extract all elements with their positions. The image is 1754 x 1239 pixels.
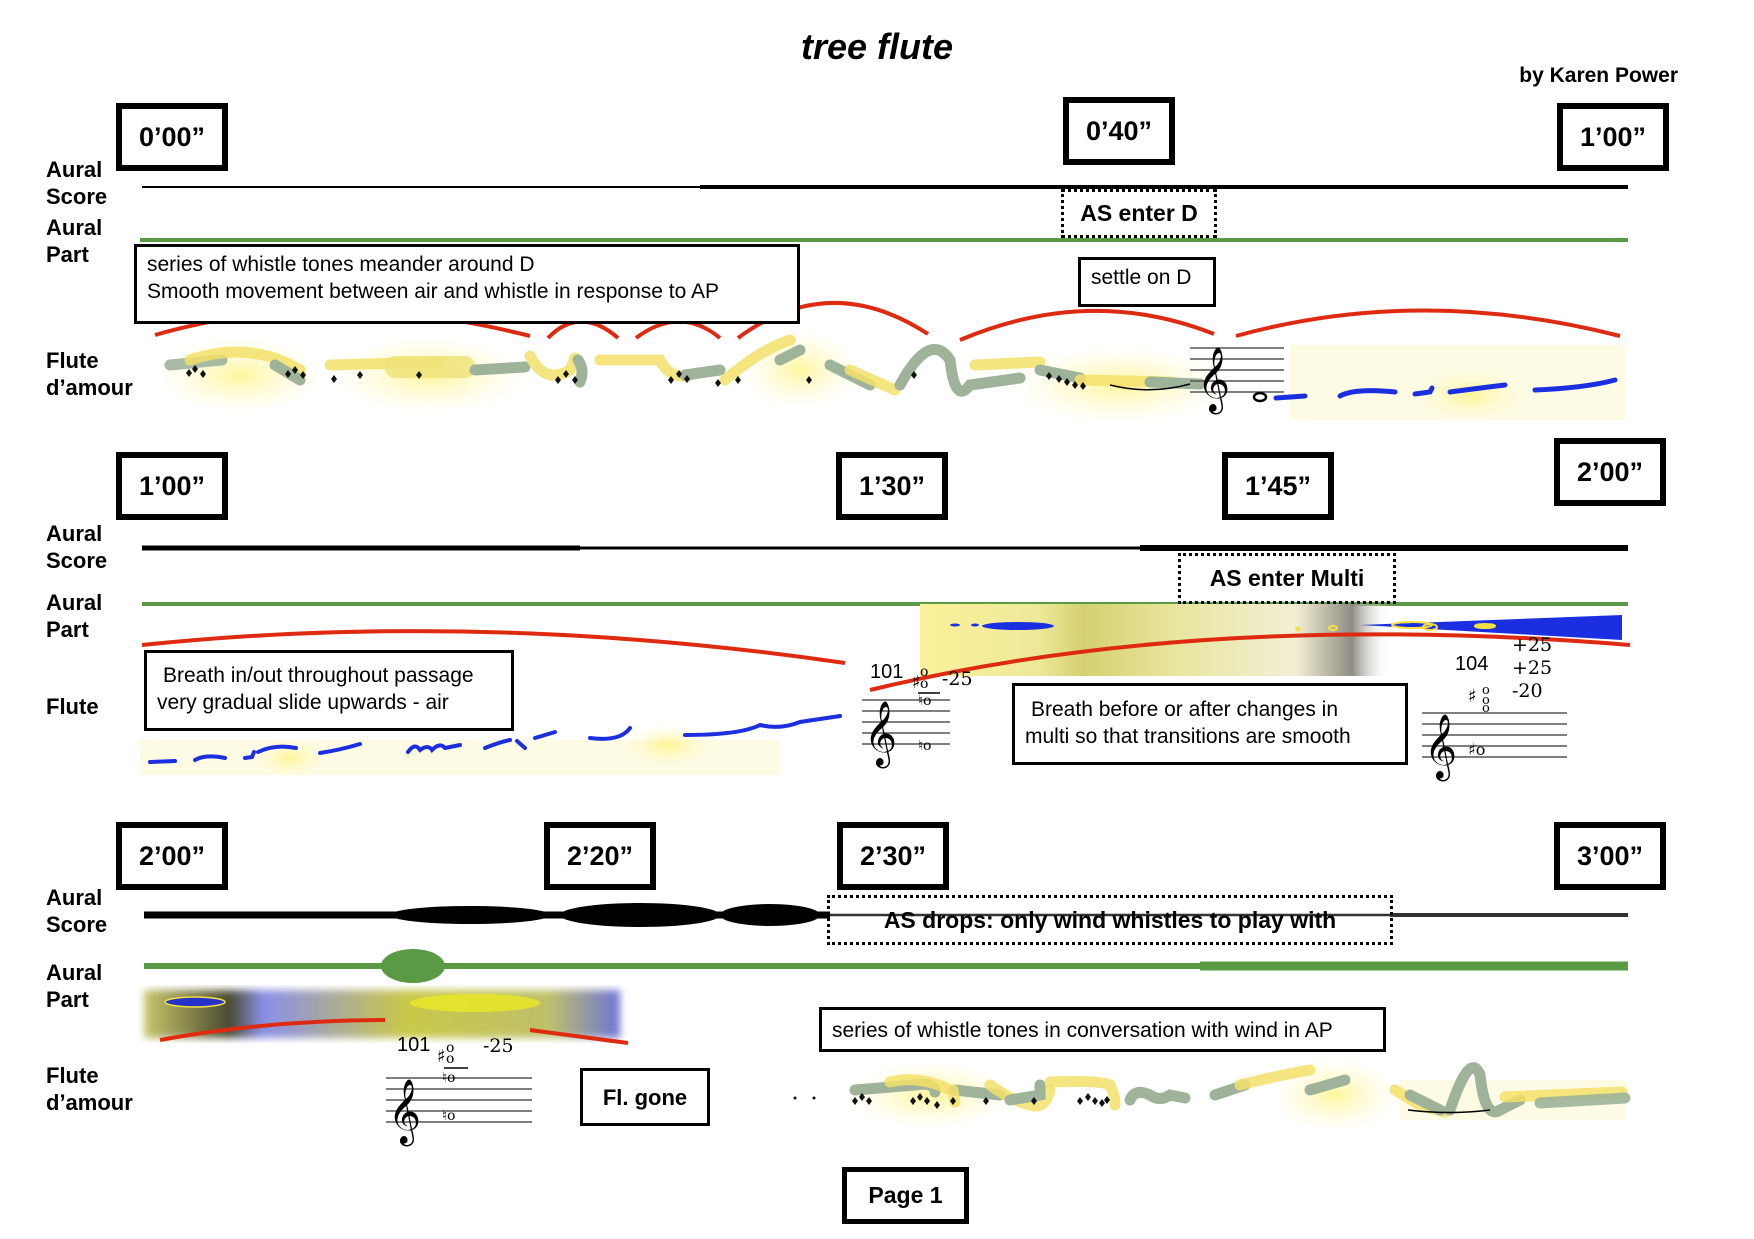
svg-text:♯: ♯ bbox=[437, 1046, 446, 1067]
timestamp-0-00: 0’00” bbox=[116, 103, 228, 171]
svg-text:o: o bbox=[920, 664, 928, 680]
note-breath-in-out: Breath in/out throughout passage very gr… bbox=[144, 650, 514, 731]
staff-settle-d: 𝄞 bbox=[1190, 347, 1284, 414]
svg-text:♮o: ♮o bbox=[918, 693, 931, 709]
score-title: tree flute bbox=[800, 26, 954, 67]
label-aural-part: Aural Part bbox=[46, 590, 103, 642]
svg-text:o: o bbox=[446, 1040, 454, 1056]
note-breath-before-after: Breath before or after changes in multi … bbox=[1012, 683, 1408, 765]
treble-clef-icon: 𝄞 bbox=[864, 701, 897, 768]
multiphonic-104-cents: +25 +25 -20 bbox=[1512, 634, 1553, 702]
pitch-diamonds bbox=[793, 1093, 1110, 1109]
multiphonic-101-number: 101 bbox=[870, 661, 904, 683]
timestamp-1-30: 1’30” bbox=[836, 452, 948, 520]
svg-text:♯o: ♯o bbox=[1468, 740, 1485, 759]
timestamp-3-00: 3’00” bbox=[1554, 822, 1666, 890]
multiphonic-band bbox=[920, 604, 1390, 676]
svg-text:o: o bbox=[920, 676, 928, 692]
multiphonic-101-cents: -25 bbox=[483, 1035, 514, 1057]
svg-text:♯: ♯ bbox=[912, 672, 921, 693]
note-fl-gone: Fl. gone bbox=[580, 1068, 710, 1126]
phrase-arcs bbox=[159, 1018, 629, 1045]
treble-clef-icon: 𝄞 bbox=[1197, 347, 1230, 414]
label-flute-damour: Flute d’amour bbox=[46, 1063, 133, 1115]
label-flute: Flute bbox=[46, 694, 99, 719]
whistle-gestures bbox=[155, 330, 1625, 425]
cue-as-drops: AS drops: only wind whistles to play wit… bbox=[827, 895, 1393, 945]
svg-text:o: o bbox=[446, 1051, 454, 1067]
label-aural-part: Aural Part bbox=[46, 215, 103, 267]
timestamp-2-30: 2’30” bbox=[837, 822, 949, 890]
note-settle-on-d: settle on D bbox=[1078, 257, 1216, 307]
label-aural-score: Aural Score bbox=[46, 521, 108, 573]
multiphonic-104-number: 104 bbox=[1455, 653, 1489, 675]
svg-text:o: o bbox=[1482, 683, 1490, 698]
svg-text:♮o: ♮o bbox=[918, 738, 931, 754]
note-whistle-meander: series of whistle tones meander around D… bbox=[134, 244, 800, 324]
timestamp-0-40: 0’40” bbox=[1063, 97, 1175, 165]
label-aural-score: Aural Score bbox=[46, 885, 108, 937]
aural-part-waveform bbox=[144, 949, 1628, 983]
label-aural-score: Aural Score bbox=[46, 157, 108, 209]
svg-text:♮o: ♮o bbox=[442, 1070, 455, 1086]
timestamp-2-20: 2’20” bbox=[544, 822, 656, 890]
page-number: Page 1 bbox=[842, 1167, 969, 1224]
whistle-gestures bbox=[845, 1057, 1631, 1133]
multiphonic-band bbox=[144, 990, 620, 1038]
pitch-diamonds bbox=[186, 365, 1086, 390]
timestamp-1-00-b: 1’00” bbox=[116, 452, 228, 520]
svg-text:o: o bbox=[1482, 701, 1490, 716]
treble-clef-icon: 𝄞 bbox=[388, 1079, 421, 1146]
timestamp-2-00: 2’00” bbox=[1554, 438, 1666, 506]
svg-text:o: o bbox=[1482, 693, 1490, 708]
label-flute-damour: Flute d’amour bbox=[46, 348, 133, 400]
timestamp-1-45: 1’45” bbox=[1222, 452, 1334, 520]
label-aural-part: Aural Part bbox=[46, 960, 103, 1012]
multiphonic-101-number: 101 bbox=[397, 1034, 431, 1056]
svg-text:♯: ♯ bbox=[1468, 686, 1477, 707]
cue-as-enter-multi: AS enter Multi bbox=[1178, 553, 1396, 604]
timestamp-2-00-b: 2’00” bbox=[116, 822, 228, 890]
multiphonic-101-cents: -25 bbox=[942, 668, 973, 690]
treble-clef-icon: 𝄞 bbox=[1424, 714, 1457, 781]
cue-as-enter-d: AS enter D bbox=[1061, 189, 1217, 238]
note-whistle-conversation: series of whistle tones in conversation … bbox=[819, 1007, 1386, 1052]
svg-text:♮o: ♮o bbox=[442, 1108, 455, 1124]
composer-credit: by Karen Power bbox=[1519, 64, 1678, 87]
timestamp-1-00: 1’00” bbox=[1557, 103, 1669, 171]
